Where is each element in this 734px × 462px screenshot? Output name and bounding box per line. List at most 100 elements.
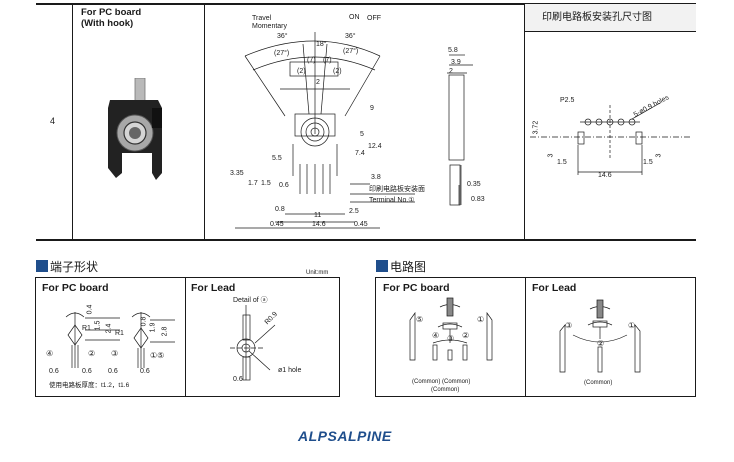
terminal-shape-box: [35, 277, 340, 397]
dim-2-center: 2: [316, 79, 320, 86]
pin-3: ③: [111, 349, 119, 358]
label-momentary: Momentary: [252, 23, 288, 30]
label-on: ON: [349, 14, 360, 21]
col-divider: [72, 3, 74, 240]
dim-r1-right: R1: [115, 330, 124, 337]
circuit-lead-drawing: [559, 299, 641, 373]
dim-14-6-pcb: 14.6: [598, 172, 612, 179]
dim-3-8: 3.8: [371, 174, 381, 181]
label-terminal-no: Terminal No.①: [369, 197, 415, 204]
pin-1-5: ①⑤: [150, 351, 165, 360]
label-pcb-mount-face: 印刷电路板安装面: [369, 186, 425, 193]
section-circuit: 电路图: [376, 260, 426, 274]
common-line2: (Common): [431, 387, 460, 393]
terminal-lead-drawing: [230, 305, 276, 381]
dim-2-4: 2.4: [105, 323, 113, 334]
front-view-drawing: [235, 32, 415, 229]
dim-0-4: 0.4: [86, 304, 94, 315]
dim-12-4: 12.4: [368, 143, 382, 150]
type-subtitle: (With hook): [81, 18, 134, 29]
section-marker: [36, 260, 48, 272]
label-off: OFF: [367, 15, 381, 22]
dim-2-8: 2.8: [161, 326, 169, 337]
dim-7-right: (7): [323, 57, 332, 64]
pin-2: ②: [88, 349, 96, 358]
dim-3-right: 3: [655, 153, 663, 158]
angle-right: 36°: [345, 33, 356, 40]
dim-1-5-right: 1.5: [643, 159, 653, 166]
dim-5-5: 5.5: [272, 155, 282, 162]
pcb-header-cell: 印刷电路板安装孔尺寸图: [525, 4, 696, 32]
width-0-6: 0.6: [49, 368, 59, 375]
thickness-note: 使用电路板厚度：t1.2，t1.6: [49, 382, 130, 389]
dim-0-83: 0.83: [471, 196, 485, 203]
dim-11: 11: [314, 212, 322, 219]
circuit-pin-5: ⑤: [416, 315, 424, 324]
section-marker: [376, 260, 388, 272]
dim-1-5: 1.5: [261, 180, 271, 187]
common-line1: (Common) (Common): [412, 379, 471, 385]
dim-3-72: 3.72: [532, 120, 540, 135]
width-0-6: 0.6: [140, 368, 150, 375]
dim-14-6: 14.6: [312, 221, 326, 228]
angle-left-paren: (27°): [274, 50, 290, 57]
circuit-pin-1: ①: [477, 315, 485, 324]
detail-label: Detail of ⓐ: [233, 297, 268, 304]
circuit-lead-title: For Lead: [532, 282, 577, 294]
section-terminal-shape: 端子形状: [36, 260, 98, 274]
circuit-pc-title: For PC board: [383, 282, 450, 294]
dim-0-35: 0.35: [467, 181, 481, 188]
section-title: 电路图: [390, 260, 427, 274]
common-label: (Common): [584, 380, 613, 386]
hole-label: ø1 hole: [278, 367, 302, 374]
angle-center: 18°: [316, 41, 327, 48]
dim-0-8: 0.8: [140, 316, 148, 327]
box-divider: [525, 277, 527, 397]
pcb-hole-drawing: [530, 102, 690, 175]
pcb-header: 印刷电路板安装孔尺寸图: [542, 12, 652, 23]
lead-pin-2: ②: [597, 339, 605, 348]
width-0-6: 0.6: [108, 368, 118, 375]
terminal-pc-drawing: [65, 312, 175, 368]
pin-4: ④: [46, 349, 54, 358]
circuit-pin-4: ④: [432, 331, 440, 340]
side-view-drawing: [447, 54, 473, 206]
row-number: 4: [50, 116, 56, 126]
circuit-pc-drawing: [409, 297, 493, 361]
circuit-pin-3: ③: [447, 334, 455, 343]
alpsalpine-logo: ALPSALPINE: [298, 428, 392, 444]
dim-2: 2: [449, 68, 453, 75]
width-0-6: 0.6: [82, 368, 92, 375]
dim-3-left: 3: [547, 153, 555, 158]
dim-3-9: 3.9: [451, 59, 461, 66]
dim-0-8: 0.8: [275, 206, 285, 213]
col-divider: [524, 3, 526, 240]
lead-pin-3: ③: [565, 321, 573, 330]
dim-2-right: (2): [333, 68, 342, 75]
width-label: 0.6: [233, 376, 243, 383]
dim-3-35: 3.35: [230, 170, 244, 177]
table-top-border: [36, 3, 696, 5]
section-title: 端子形状: [50, 260, 99, 274]
terminal-lead-title: For Lead: [191, 282, 236, 294]
table-bottom-border: [36, 239, 696, 241]
product-photo: [108, 78, 162, 180]
dim-2-left: (2): [297, 68, 306, 75]
angle-left: 36°: [277, 33, 288, 40]
dim-1-7: 1.7: [248, 180, 258, 187]
circuit-pin-2: ②: [462, 331, 470, 340]
angle-right-paren: (27°): [343, 48, 359, 55]
dim-1-5: 1.5: [94, 320, 102, 331]
dim-1-9: 1.9: [149, 322, 157, 333]
dim-0-45-left: 0.45: [270, 221, 284, 228]
dim-0-6: 0.6: [279, 182, 289, 189]
dim-1-5-left: 1.5: [557, 159, 567, 166]
col-divider: [204, 3, 206, 240]
pitch-label: P2.5: [560, 97, 575, 104]
type-title: For PC board: [81, 7, 142, 18]
dim-0-45-right: 0.45: [354, 221, 368, 228]
label-travel: Travel: [252, 15, 272, 22]
unit-label: Unit:mm: [306, 270, 329, 276]
box-divider: [185, 277, 187, 397]
dim-7-left: (7): [307, 57, 316, 64]
